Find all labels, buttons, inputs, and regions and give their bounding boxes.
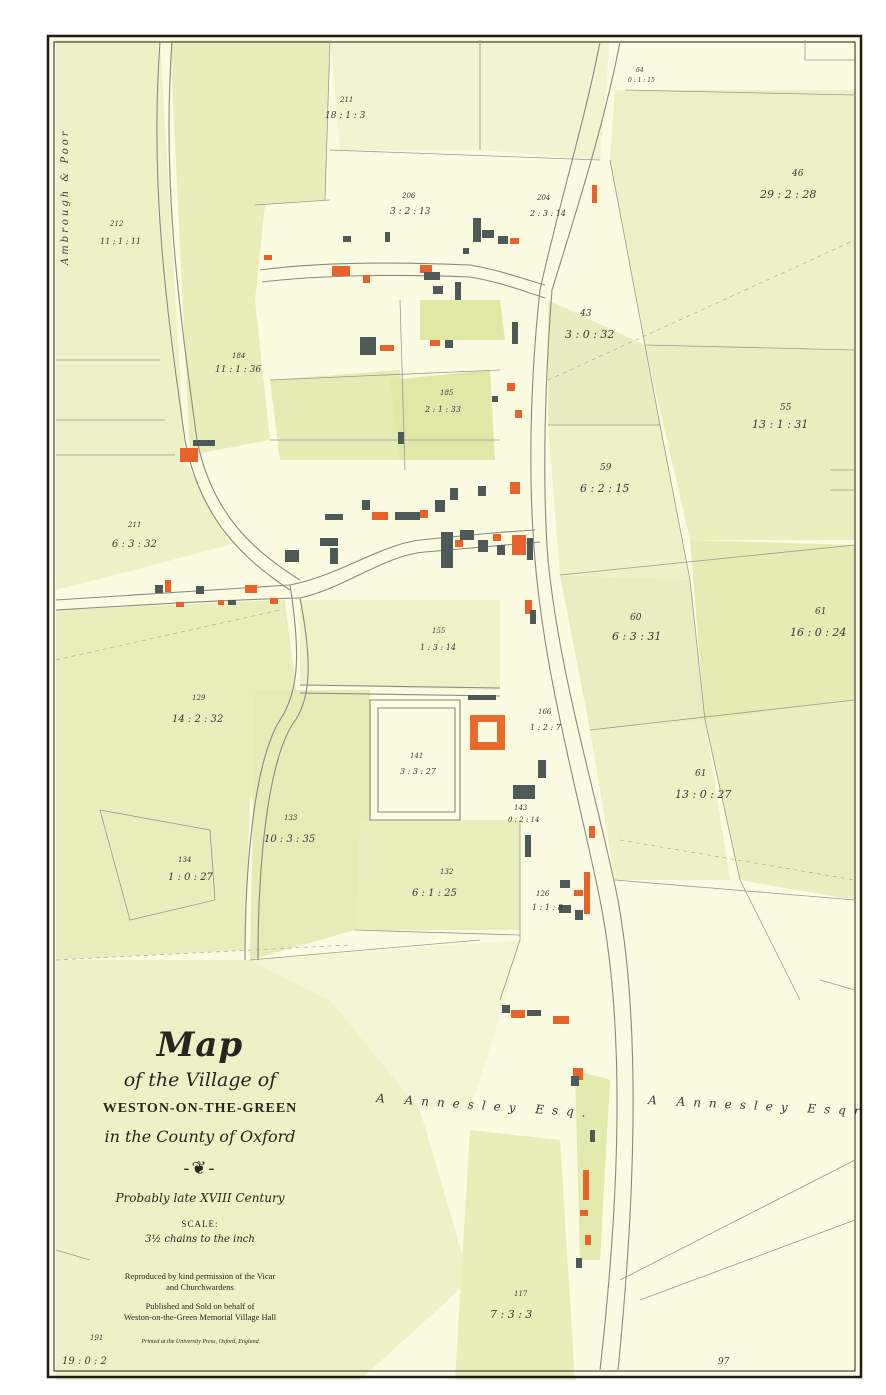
plot-59-area: 6 : 2 : 15 bbox=[580, 482, 629, 495]
plot-206-area: 3 : 2 : 13 bbox=[390, 207, 431, 217]
title-century: Probably late XVIII Century bbox=[115, 1191, 285, 1205]
title-of-village: of the Village of bbox=[123, 1069, 277, 1091]
plot-212-area: 11 : 1 : 11 bbox=[100, 237, 141, 246]
plot-191-num: 191 bbox=[90, 1334, 103, 1342]
plot-46-num: 46 bbox=[791, 169, 804, 179]
plot-211b-num: 211 bbox=[127, 521, 141, 529]
title-ornament-icon: -❦- bbox=[183, 1158, 217, 1179]
plot-61b-num: 61 bbox=[695, 769, 706, 779]
plot-204-num: 204 bbox=[536, 194, 550, 202]
credit-line-2: and Churchwardens bbox=[166, 1282, 234, 1292]
plot-212-num: 212 bbox=[109, 220, 124, 228]
road-side-label: Ambrough & Poor bbox=[60, 128, 71, 265]
plot-141-area: 3 : 3 : 27 bbox=[400, 767, 437, 776]
credit-reproduced: Reproduced by kind permission of the Vic… bbox=[60, 1271, 340, 1293]
plot-185-area: 2 : 1 : 33 bbox=[424, 405, 461, 414]
plot-185-num: 185 bbox=[440, 389, 454, 397]
plot-155-area: 1 : 3 : 14 bbox=[420, 643, 456, 652]
plot-191-area: 19 : 0 : 2 bbox=[62, 1356, 107, 1367]
plot-204-area: 2 : 3 : 14 bbox=[529, 209, 566, 218]
plot-55-num: 55 bbox=[780, 403, 792, 413]
plot-59-num: 59 bbox=[600, 463, 612, 473]
plot-60-area: 6 : 3 : 31 bbox=[612, 630, 661, 643]
plot-184-num: 184 bbox=[232, 352, 245, 360]
plot-64-area: 0 : 1 : 15 bbox=[628, 77, 655, 84]
credit-line-3: Published and Sold on behalf of bbox=[145, 1301, 255, 1311]
plot-126-num: 126 bbox=[536, 890, 550, 898]
plot-206-num: 206 bbox=[401, 192, 416, 200]
plot-211-num: 211 bbox=[339, 96, 353, 104]
plot-133-area: 10 : 3 : 35 bbox=[264, 834, 315, 845]
plot-166-area: 1 : 2 : 7 bbox=[530, 723, 562, 732]
dashed-lines bbox=[55, 239, 856, 961]
credit-line-4: Weston-on-the-Green Memorial Village Hal… bbox=[123, 1312, 277, 1322]
plot-43-num: 43 bbox=[579, 309, 592, 319]
plot-184-area: 11 : 1 : 36 bbox=[215, 365, 261, 375]
plot-141-num: 141 bbox=[410, 752, 423, 760]
credit-published: Published and Sold on behalf of Weston-o… bbox=[60, 1301, 340, 1323]
plot-132-area: 6 : 1 : 25 bbox=[412, 888, 457, 899]
title-village-name: WESTON-ON-THE-GREEN bbox=[102, 1101, 298, 1116]
plot-143-num: 143 bbox=[514, 804, 528, 812]
plot-117-num: 117 bbox=[514, 1290, 528, 1298]
plot-143-area: 0 : 2 : 14 bbox=[508, 816, 539, 824]
plot-126-area: 1 : 1 : 8 bbox=[532, 903, 563, 912]
plot-166-num: 166 bbox=[538, 708, 552, 716]
plot-97-num: 97 bbox=[718, 1357, 730, 1367]
map-border-outer bbox=[46, 34, 863, 1379]
plot-129-num: 129 bbox=[192, 694, 206, 702]
title-cartouche: Map of the Village of WESTON-ON-THE-GREE… bbox=[60, 1025, 340, 1345]
plot-132-num: 132 bbox=[440, 868, 454, 876]
buildings-red bbox=[165, 185, 597, 1245]
plot-61-num: 61 bbox=[815, 607, 826, 617]
plot-annotations: 46 29 : 2 : 28 43 3 : 0 : 32 55 13 : 1 :… bbox=[62, 67, 846, 1367]
plot-211-area: 18 : 1 : 3 bbox=[325, 111, 366, 121]
plot-133-num: 133 bbox=[284, 814, 298, 822]
title-county: in the County of Oxford bbox=[104, 1127, 296, 1146]
plot-61-area: 16 : 0 : 24 bbox=[790, 626, 846, 639]
plot-64-num: 64 bbox=[636, 67, 644, 74]
plot-117-area: 7 : 3 : 3 bbox=[490, 1308, 532, 1321]
plot-46-area: 29 : 2 : 28 bbox=[759, 188, 816, 201]
plot-129-area: 14 : 2 : 32 bbox=[172, 714, 223, 725]
plot-211b-area: 6 : 3 : 32 bbox=[112, 539, 157, 550]
plot-61b-area: 13 : 0 : 27 bbox=[675, 788, 731, 801]
plot-134-num: 134 bbox=[178, 856, 191, 864]
title-map: Map bbox=[156, 1025, 244, 1065]
plot-60-num: 60 bbox=[630, 613, 642, 623]
plot-155-num: 155 bbox=[432, 627, 446, 635]
plot-55-area: 13 : 1 : 31 bbox=[752, 418, 808, 431]
field-boundaries bbox=[55, 39, 856, 1301]
scale-value: 3½ chains to the inch bbox=[145, 1234, 255, 1245]
roads bbox=[55, 41, 634, 1371]
map-border-inner bbox=[53, 41, 856, 1372]
buildings-grey bbox=[155, 218, 595, 1268]
plot-134-area: 1 : 0 : 27 bbox=[168, 872, 214, 883]
credit-printed: Printed at the University Press, Oxford,… bbox=[141, 1339, 259, 1345]
credit-line-1: Reproduced by kind permission of the Vic… bbox=[124, 1271, 276, 1281]
scale-label: SCALE: bbox=[181, 1219, 219, 1229]
field-washes bbox=[56, 40, 855, 1380]
plot-43-area: 3 : 0 : 32 bbox=[565, 328, 614, 341]
